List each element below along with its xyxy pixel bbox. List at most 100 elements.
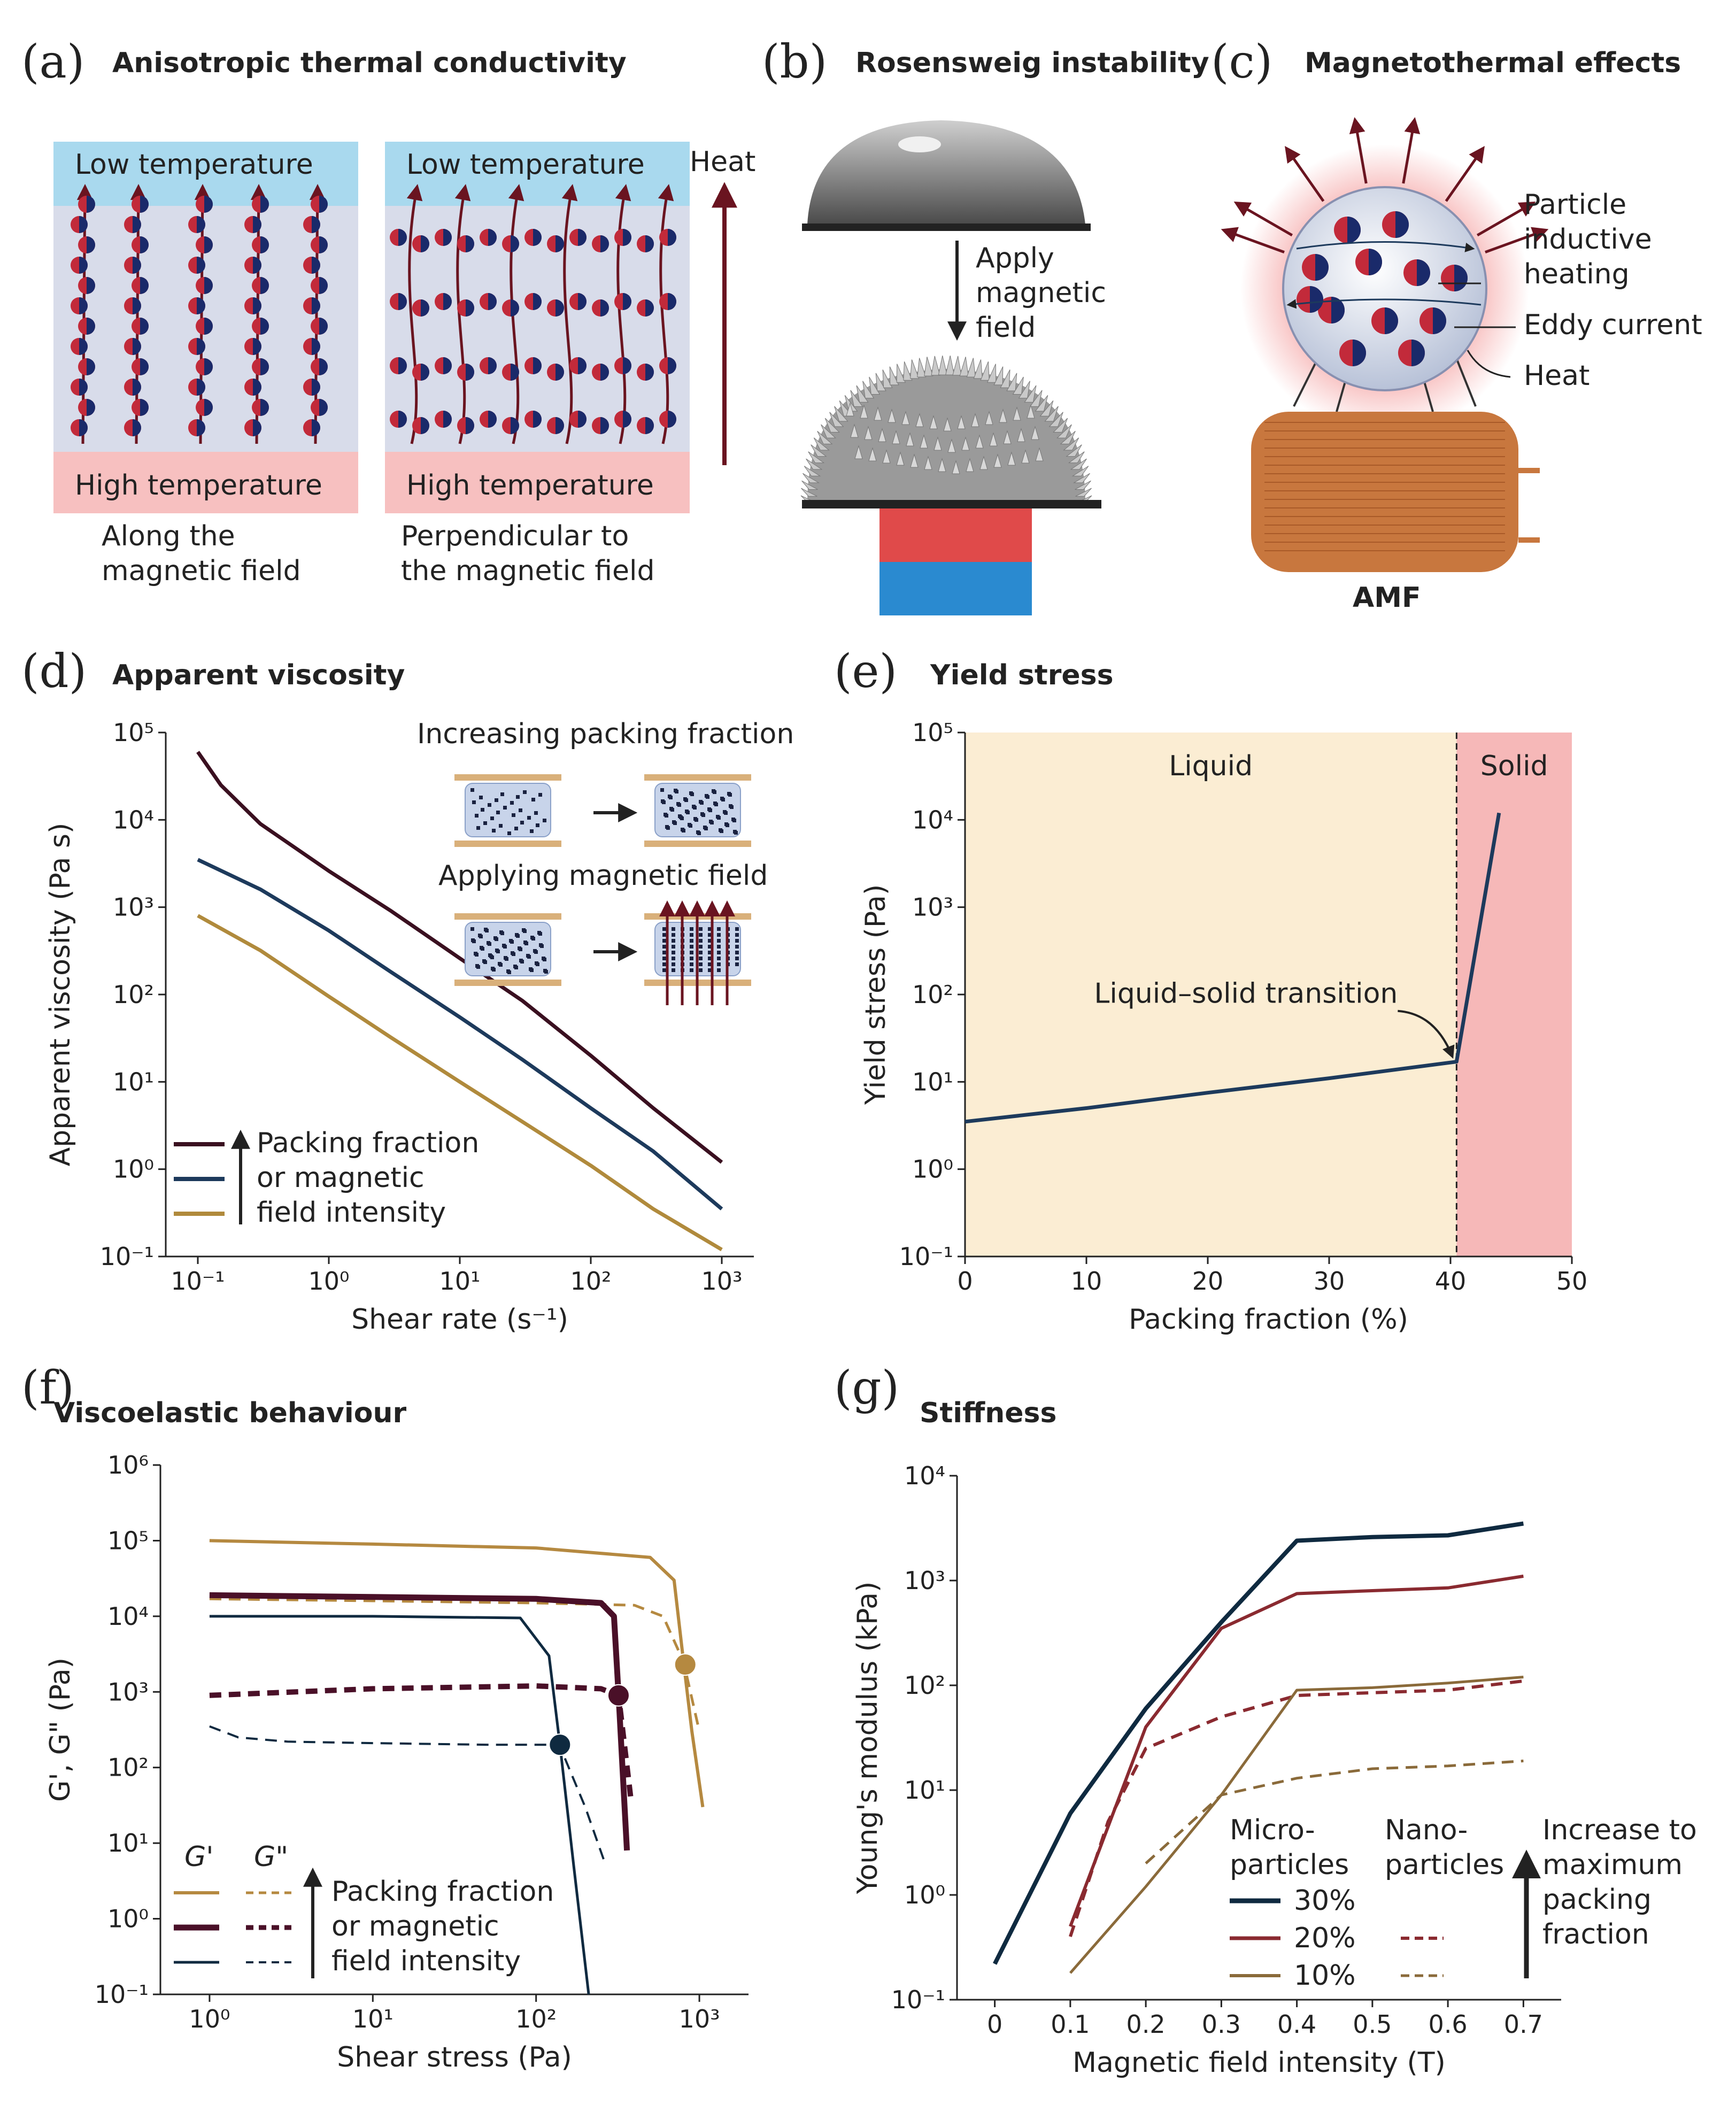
particle-south (1395, 211, 1409, 238)
particle-south (1454, 265, 1468, 291)
legend-g-inc-2: maximum (1542, 1849, 1683, 1881)
particle-south (133, 338, 141, 355)
apply-field-label-3: field (976, 312, 1036, 344)
spike (834, 406, 848, 422)
magnetic-particle (252, 399, 269, 416)
particle-dot (699, 927, 703, 931)
magnetic-particle (390, 293, 407, 310)
particle-dot (663, 813, 667, 816)
particle-dot (692, 805, 696, 808)
magnetic-particle (311, 399, 328, 416)
particle-dot (503, 806, 507, 810)
particle-south (260, 236, 269, 253)
spike (1039, 400, 1054, 417)
spike (806, 458, 823, 470)
spike (952, 356, 962, 376)
magnetic-particle (457, 299, 474, 317)
magnetic-particle (435, 411, 452, 428)
particle-dot (511, 951, 514, 955)
spike (917, 358, 927, 377)
heat-arrow (1402, 117, 1421, 184)
spike (924, 357, 933, 376)
particle-dot (735, 951, 739, 954)
particle-south (140, 236, 149, 253)
particle-dot (537, 931, 541, 935)
particle-dot (690, 968, 693, 972)
particle-dot (735, 933, 739, 937)
particle-south (79, 338, 88, 355)
magnetic-particle (569, 293, 587, 310)
spike (1029, 390, 1043, 407)
particle-dot (703, 826, 707, 829)
magnetic-particle (188, 297, 205, 314)
particle-south (466, 364, 474, 381)
particle-dot (700, 812, 704, 816)
particle-south (1369, 249, 1382, 275)
spike (993, 453, 1002, 468)
series-line (1069, 1679, 1524, 1937)
magnetic-particle (412, 299, 429, 317)
panel-b: (b) Rosensweig instability Apply magneti… (762, 35, 1209, 615)
magnetic-particle (71, 419, 88, 436)
magnetic-particle (71, 338, 88, 355)
particle-dot (482, 959, 486, 963)
particle-dot (735, 927, 739, 931)
panel-c-letter: (c) (1211, 35, 1272, 89)
spike (1000, 369, 1010, 388)
particle-dot (487, 941, 490, 945)
particle-south (260, 277, 269, 294)
particle-south (1385, 307, 1398, 334)
particle-dot (669, 807, 673, 811)
particle-dot (507, 831, 511, 835)
particle-south (197, 379, 205, 396)
particle-dot (484, 928, 488, 931)
magnetic-particle (1297, 286, 1323, 313)
particle-south (623, 357, 631, 374)
particle-dot (493, 936, 497, 940)
magnetic-particle (524, 411, 542, 428)
magnetic-particle (390, 357, 407, 374)
spike (1021, 449, 1030, 464)
y-tick-label: 10⁰ (107, 1905, 149, 1933)
spike (947, 438, 956, 453)
particle-dot (735, 962, 739, 966)
particle-dot (519, 808, 522, 812)
y-axis-label: Yield stress (Pa) (860, 884, 892, 1105)
magnetic-particle (71, 216, 88, 233)
particle-dot (660, 788, 664, 792)
spike (850, 423, 859, 438)
legend-g-inc-3: packing (1542, 1884, 1652, 1916)
particle-south (668, 229, 676, 246)
panel-d-letter: (d) (21, 645, 87, 698)
particle-dot (495, 798, 498, 802)
y-tick-label: 10⁻¹ (95, 1980, 149, 2009)
particle-south (623, 411, 631, 428)
inset-sample (644, 774, 751, 847)
particle-south (578, 357, 587, 374)
legend-g: Micro- particles Nano- particles 30% 20%… (1230, 1814, 1697, 1992)
y-axis-label: Young's modulus (kPa) (852, 1582, 884, 1895)
spike (920, 434, 928, 449)
y-tick-label: 10³ (107, 1677, 149, 1706)
particle-south (645, 364, 654, 381)
caption-along-2: magnetic field (102, 555, 301, 587)
particle-south (533, 293, 542, 310)
particle-dot (662, 927, 666, 931)
particle-dot (717, 968, 721, 972)
particle-dot (705, 794, 708, 798)
y-tick-label: 10¹ (107, 1829, 149, 1857)
particle-dot (483, 821, 487, 825)
particle-dot (690, 962, 693, 966)
particle-dot (672, 820, 676, 824)
particle-dot (499, 930, 503, 934)
particle-south (260, 318, 269, 335)
particle-south (87, 196, 95, 213)
spike (817, 430, 833, 444)
crossover-point (607, 1684, 630, 1707)
particle-dot (475, 964, 479, 968)
spike (1017, 428, 1025, 442)
particle-dot (512, 813, 515, 817)
particle-dot (480, 946, 483, 950)
